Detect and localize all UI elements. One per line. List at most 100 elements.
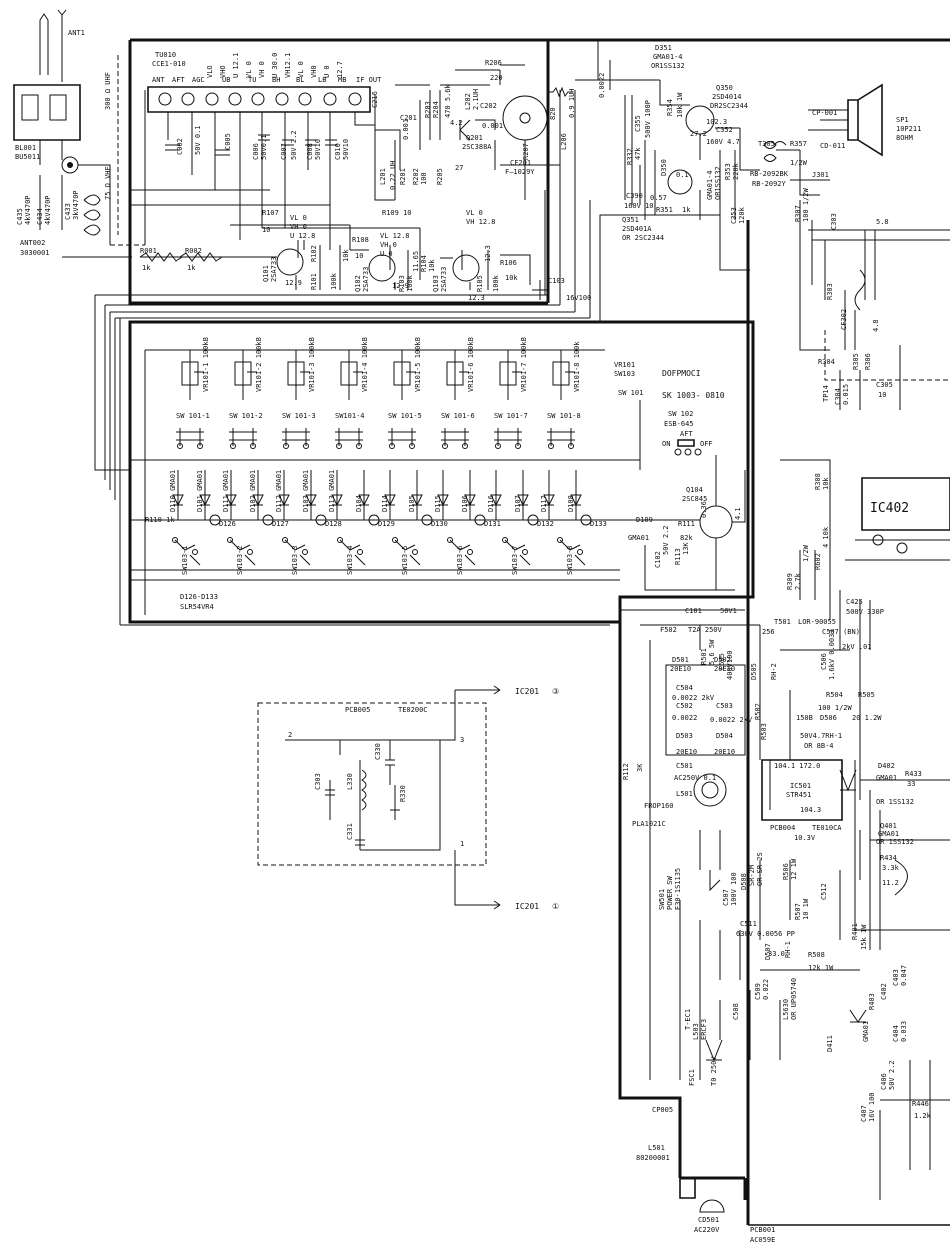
tuner-volt-label: U 0 xyxy=(323,65,331,78)
r204-value: 470 5.6k xyxy=(444,83,452,118)
l330-label: L330 xyxy=(346,773,354,790)
c512-label: C512 xyxy=(820,883,828,900)
preset-vr-label: VR101-2 100kB xyxy=(255,337,263,392)
ic201-top-label: IC201 xyxy=(515,687,539,696)
d402-alt: OR 1SS132 xyxy=(876,798,914,806)
r507-value: 10 1W xyxy=(802,898,810,920)
sw501-part: E30-1S1135 xyxy=(674,868,682,910)
preset-vr-resistor xyxy=(446,350,464,400)
c355-value: 500V 100P xyxy=(644,100,652,138)
v01-label: 0.1 xyxy=(676,171,689,179)
preset-diode-label: D113 GMA01 xyxy=(328,470,336,512)
fsc1-value: T0 250V xyxy=(710,1056,718,1086)
c352-label: C352 xyxy=(716,126,733,134)
preset-diode-label: D103 GMA01 xyxy=(302,470,310,512)
tuner-volt-label: VH0 xyxy=(310,65,318,78)
cf201-part: F—1029Y xyxy=(505,168,535,176)
if-stage-section: C216 R203 R204 470 5.6k C201 0.001 L202 … xyxy=(371,59,576,201)
tuner-pin-7 xyxy=(298,92,312,106)
q351-part: 2SD401A xyxy=(622,225,652,233)
tuner-pin-6 xyxy=(275,92,289,106)
uhf-label: 300 Ω UHF xyxy=(104,72,112,110)
c507bn-label: C507 (BN) xyxy=(822,628,860,636)
sp1-part: 10P211 xyxy=(896,125,921,133)
balun-ref: BL001 xyxy=(15,144,36,152)
r103-value: 100k xyxy=(406,274,414,292)
r354-label: R354 xyxy=(666,99,674,116)
c006-value: 50V0.1 xyxy=(260,135,268,160)
r101-label: R101 xyxy=(310,273,318,290)
q351-label: Q351 xyxy=(622,216,639,224)
l501b-part: 80200001 xyxy=(636,1154,670,1162)
preset-sw-node xyxy=(177,443,183,449)
preset-vr-resistor xyxy=(499,350,517,400)
r305-label: R305 xyxy=(852,353,860,370)
r506-label: R506 xyxy=(782,863,790,880)
c355-label: C355 xyxy=(634,115,642,132)
deflection-section: IC402 R308 10k R309 2.7k R602 4 10k 1/2W… xyxy=(780,459,950,1200)
t501-label: T501 xyxy=(774,618,791,626)
d411-part: GMA01 xyxy=(862,1021,870,1042)
c008-label: C008 xyxy=(306,143,314,160)
tuner-volt-label: VL 0 xyxy=(297,61,305,78)
c504-label: C504 xyxy=(676,684,693,692)
balun-part: BU5011 xyxy=(15,153,40,161)
preset-sw103-node xyxy=(447,537,453,543)
v58-label: 5.8 xyxy=(876,218,889,226)
l206-value: 0.9 1UH xyxy=(568,88,576,118)
preset-sw-contacts xyxy=(441,428,469,446)
preset-sw-node xyxy=(356,443,362,449)
r112-value: 3K xyxy=(636,763,644,772)
board-borders xyxy=(128,38,950,1226)
preset-sw-node xyxy=(515,443,521,449)
preset-vr-resistor xyxy=(393,350,411,400)
cf201-label: CF201 xyxy=(510,159,531,167)
r107-label: R107 xyxy=(262,209,279,217)
tuner-pin-label: AFT xyxy=(172,76,185,84)
r309-value: 2.7k xyxy=(794,572,802,590)
d506-part: 50V4.7RH-1 xyxy=(800,732,842,740)
r110-label: R110 1k xyxy=(145,516,175,524)
preset-sw103-node xyxy=(467,549,473,555)
r205-label: R205 xyxy=(436,168,444,185)
d506-label: D506 xyxy=(820,714,837,722)
q201-label: Q201 xyxy=(466,134,483,142)
v036-label: 0.36 xyxy=(700,501,708,518)
d501-part: 20E10 xyxy=(670,665,691,673)
v48-label: 4.8 xyxy=(872,319,880,332)
tuner-part: CCE1-010 xyxy=(152,60,186,68)
d351-part: GMA01-4 xyxy=(653,53,683,61)
c509-value: 0.022 xyxy=(762,979,770,1000)
u0-label: U 0 xyxy=(380,250,393,258)
preset-sw-node xyxy=(197,443,203,449)
tuner-pin-label: BH xyxy=(272,76,280,84)
d402-label: D402 xyxy=(878,762,895,770)
l503b-part: OR UP05740 xyxy=(790,978,798,1020)
preset-sw103-node xyxy=(392,537,398,543)
preset-sw103-node xyxy=(302,549,308,555)
preset-sw103-node xyxy=(557,537,563,543)
preset-vr-label: VR101-5 100kB xyxy=(414,337,422,392)
d508-part: SR-2M xyxy=(748,865,756,886)
d351-label: D351 xyxy=(655,44,672,52)
r303-label: R303 xyxy=(826,283,834,300)
v112-label: 11.2 xyxy=(882,879,899,887)
tuner-volt-label: VLO xyxy=(206,65,214,78)
c005-label: C005 xyxy=(224,133,232,150)
c103-value: 16V100 xyxy=(566,294,591,302)
v272-label: 27.2 xyxy=(690,130,707,138)
v129b-label: 12.9 xyxy=(392,282,409,290)
c425-label: C425 xyxy=(846,598,863,606)
filter-pin2: 2 xyxy=(288,731,292,739)
ic501-volts: 104.1 172.0 xyxy=(774,762,820,770)
r401-value: 15k 1W xyxy=(860,924,868,950)
preset-sw103-node xyxy=(502,537,508,543)
preset-sw-contacts xyxy=(388,428,416,446)
c390-label: C390 xyxy=(626,192,643,200)
preset-sw103-label: SW103-3 xyxy=(291,545,299,575)
preset-sw-label: SW 101-6 xyxy=(441,412,475,420)
preset-sw-node xyxy=(336,443,342,449)
r433-label: R433 xyxy=(905,770,922,778)
vl0b-label: VL 0 xyxy=(466,209,483,217)
d506-alt: OR 8B-4 xyxy=(804,742,834,750)
